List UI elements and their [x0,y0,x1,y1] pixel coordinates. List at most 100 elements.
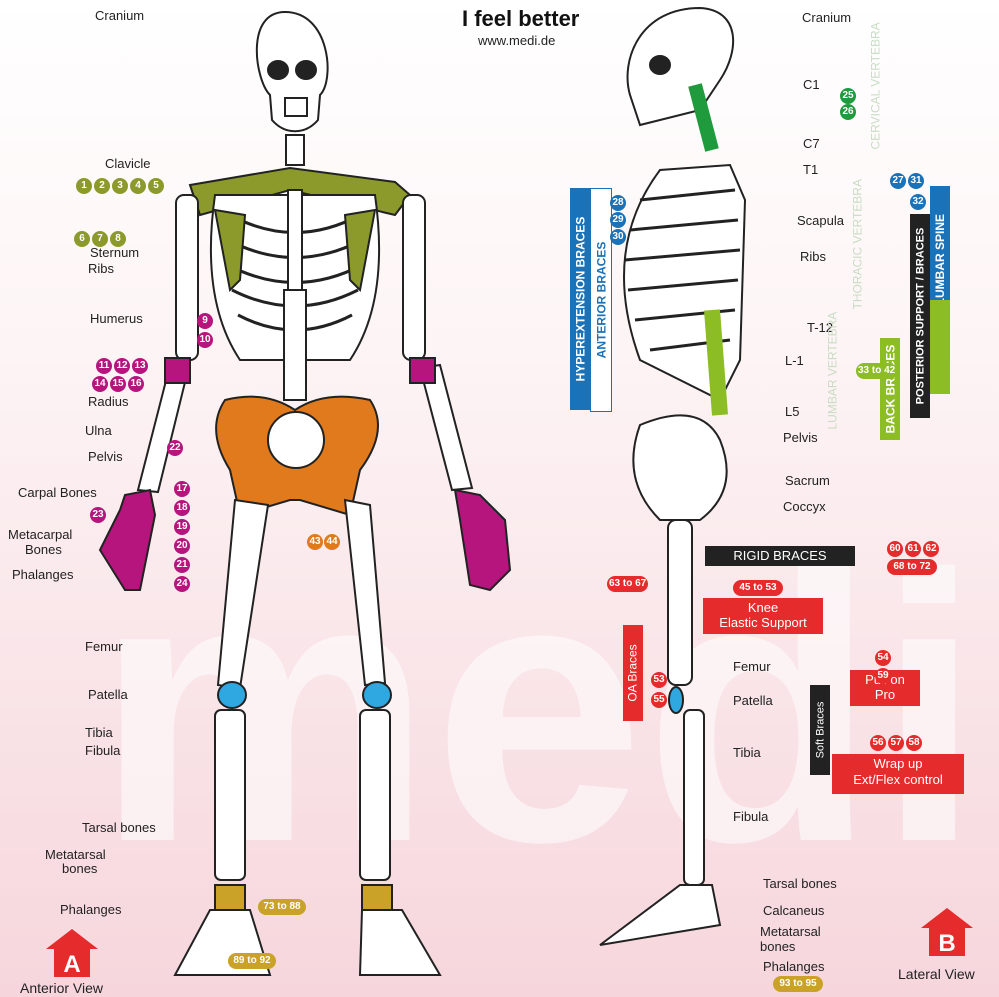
number-badge: 45 to 53 [733,580,783,596]
number-badge: 27 [890,173,906,189]
number-badge: 33 to 42 [856,363,897,379]
label-calcaneus: Calcaneus [763,904,824,918]
number-badge: 16 [128,376,144,392]
label-carpal-bones: Carpal Bones [18,486,97,500]
number-badge: 19 [174,519,190,535]
number-badge: 2 [94,178,110,194]
hyperextension-braces-box: HYPEREXTENSION BRACES [570,188,590,410]
number-badge: 31 [908,173,924,189]
label-lat-metatarsal: Metatarsal [760,925,821,939]
number-badge: 59 [875,668,891,684]
number-badge: 20 [174,538,190,554]
label-scapula: Scapula [797,214,844,228]
label-coccyx: Coccyx [783,500,826,514]
number-badge: 43 [307,534,323,550]
number-badge: 58 [906,735,922,751]
svg-text:B: B [938,930,955,957]
posterior-support-box: POSTERIOR SUPPORT / BRACES [910,214,930,418]
number-badge: 53 [651,672,667,688]
label-phalanges-foot: Phalanges [60,903,121,917]
number-badge: 18 [174,500,190,516]
number-badge: 29 [610,212,626,228]
label-sacrum: Sacrum [785,474,830,488]
thoracic-vertebra-label: THORACIC VERTEBRA [852,230,865,310]
number-badge: 54 [875,650,891,666]
back-braces-box: BACK BRACES [880,338,900,440]
label-lat-cranium: Cranium [802,11,851,25]
number-badge: 63 to 67 [607,576,648,592]
svg-text:A: A [63,951,80,978]
label-c7: C7 [803,137,820,151]
number-badge: 21 [174,557,190,573]
thoracolumbar-lower-strip [930,300,950,394]
number-badge: 3 [112,178,128,194]
lateral-pelvis [633,415,726,520]
number-badge: 62 [923,541,939,557]
oa-braces-box: OA Braces [623,625,643,721]
number-badge: 28 [610,195,626,211]
label-metacarpal-bones: Bones [25,543,62,557]
number-badge: 73 to 88 [258,899,306,915]
label-lat-femur: Femur [733,660,771,674]
number-badge: 55 [651,692,667,708]
label-lat-patella: Patella [733,694,773,708]
number-badge: 15 [110,376,126,392]
label-patella: Patella [88,688,128,702]
anterior-braces-box: ANTERIOR BRACES [590,188,612,412]
number-badge: 8 [110,231,126,247]
label-tarsal: Tarsal bones [82,821,156,835]
label-l5: L5 [785,405,799,419]
number-badge: 1 [76,178,92,194]
number-badge: 4 [130,178,146,194]
label-metatarsal: Metatarsal [45,848,106,862]
label-femur: Femur [85,640,123,654]
number-badge: 12 [114,358,130,374]
number-badge: 5 [148,178,164,194]
number-badge: 25 [840,88,856,104]
number-badge: 60 [887,541,903,557]
number-badge: 44 [324,534,340,550]
label-ulna: Ulna [85,424,112,438]
label-metacarpal: Metacarpal [8,528,72,542]
label-cranium: Cranium [95,9,144,23]
number-badge: 89 to 92 [228,953,276,969]
label-metatarsal-bones: bones [62,862,97,876]
label-lat-fibula: Fibula [733,810,768,824]
number-badge: 57 [888,735,904,751]
label-ribs: Ribs [88,262,114,276]
number-badge: 26 [840,104,856,120]
label-l1: L-1 [785,354,804,368]
view-b-marker: B [917,906,977,958]
label-humerus: Humerus [90,312,143,326]
number-badge: 9 [197,313,213,329]
label-c1: C1 [803,78,820,92]
number-badge: 32 [910,194,926,210]
number-badge: 24 [174,576,190,592]
label-lat-tibia: Tibia [733,746,761,760]
label-lat-metatarsal-bones: bones [760,940,795,954]
label-pelvis: Pelvis [88,450,123,464]
cervical-vertebra-label: CERVICAL VERTEBRA [870,70,883,150]
lateral-view-label: Lateral View [898,966,975,982]
number-badge: 11 [96,358,112,374]
lateral-cranium [628,8,734,125]
number-badge: 6 [74,231,90,247]
label-lat-phalanges: Phalanges [763,960,824,974]
number-badge: 68 to 72 [887,559,937,575]
label-lat-tarsal: Tarsal bones [763,877,837,891]
label-tibia: Tibia [85,726,113,740]
number-badge: 13 [132,358,148,374]
label-t1: T1 [803,163,818,177]
label-lat-pelvis: Pelvis [783,431,818,445]
number-badge: 93 to 95 [773,976,823,992]
number-badge: 23 [90,507,106,523]
label-clavicle: Clavicle [105,157,151,171]
number-badge: 7 [92,231,108,247]
label-radius: Radius [88,395,128,409]
lumbar-vertebra-label: LUMBAR VERTEBRA [827,350,840,430]
soft-braces-box: Soft Braces [810,685,830,775]
label-sternum: Sternum [90,246,139,260]
number-badge: 14 [92,376,108,392]
